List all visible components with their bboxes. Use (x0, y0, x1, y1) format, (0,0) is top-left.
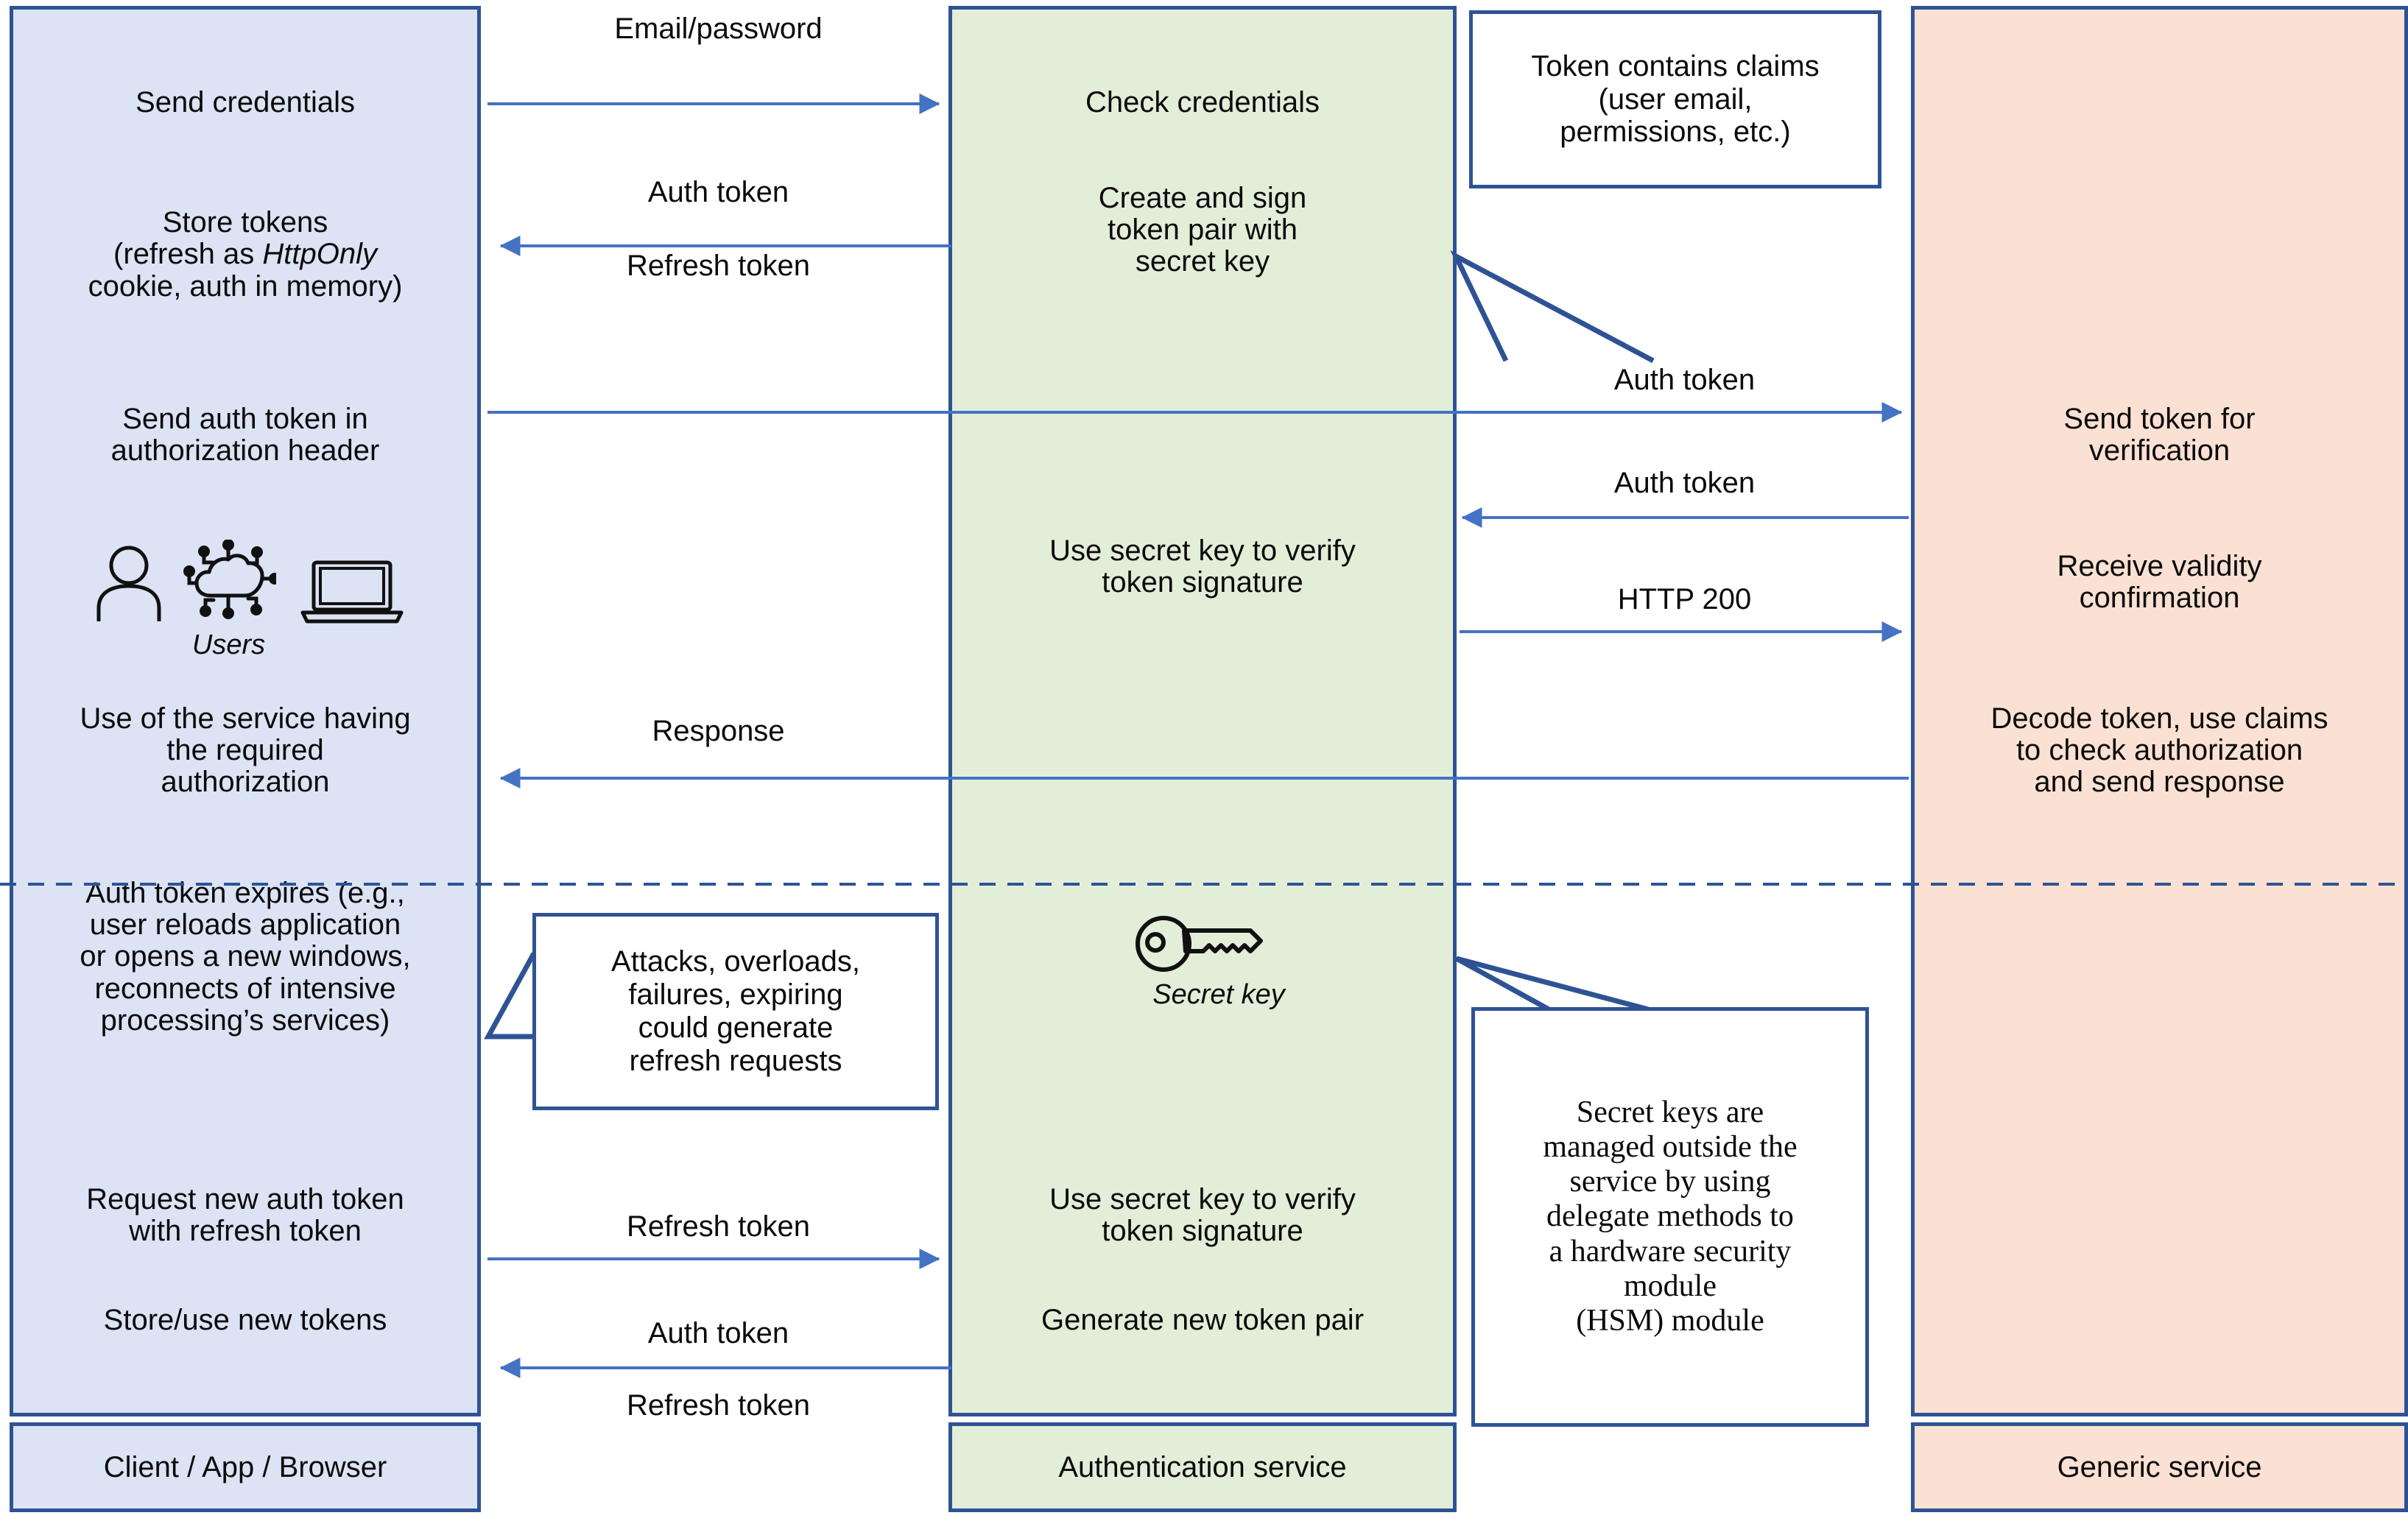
step-verify-token-signature-1: Use secret key to verify token signature (1049, 534, 1356, 599)
label-msg-refresh-token-3: Refresh token (626, 1389, 811, 1422)
caption-secret-key: Secret key (1152, 979, 1285, 1010)
label-msg-email-password: Email/password (614, 13, 823, 45)
step-verify-token-signature-2: Use secret key to verify token signature (1049, 1183, 1356, 1248)
step-store-tokens: Store tokens (refresh as HttpOnly cookie… (17, 175, 473, 303)
step-receive-validity-confirmation: Receive validity confirmation (2057, 550, 2262, 615)
callout-tail-attacks (484, 952, 537, 1040)
laptop-icon (300, 560, 404, 624)
callout-token-claims: Token contains claims (user email, permi… (1469, 10, 1881, 188)
step-check-credentials: Check credentials (1085, 86, 1320, 119)
step-generate-new-token-pair: Generate new token pair (1041, 1304, 1365, 1336)
label-msg-response: Response (652, 715, 785, 747)
lane-label-auth: Authentication service (948, 1422, 1457, 1512)
label-msg-refresh-token-2: Refresh token (626, 1210, 811, 1243)
key-icon (1136, 916, 1263, 972)
callout-hsm: Secret keys are managed outside the serv… (1471, 1007, 1869, 1427)
lane-generic-body (1911, 6, 2408, 1416)
label-msg-refresh-token-1: Refresh token (626, 250, 811, 282)
step-send-credentials: Send credentials (135, 86, 355, 119)
cloud-network-icon (183, 540, 276, 619)
lane-label-client: Client / App / Browser (10, 1422, 481, 1512)
label-msg-auth-token-2: Auth token (1613, 364, 1756, 396)
lane-label-auth-text: Authentication service (1058, 1450, 1347, 1483)
lane-label-client-text: Client / App / Browser (103, 1450, 387, 1483)
lane-auth-body (948, 6, 1457, 1416)
label-msg-auth-token-4: Auth token (647, 1317, 789, 1349)
step-store-use-new-tokens: Store/use new tokens (103, 1304, 387, 1336)
caption-users: Users (191, 629, 266, 660)
lane-client-body (10, 6, 481, 1416)
step-use-of-service: Use of the service having the required a… (80, 702, 411, 799)
label-msg-http-200: HTTP 200 (1617, 583, 1752, 615)
callout-tail-token-claims (1450, 250, 1655, 364)
step-create-sign-token-pair: Create and sign token pair with secret k… (1098, 182, 1307, 278)
label-msg-auth-token-1: Auth token (647, 176, 789, 208)
callout-tail-hsm (1455, 956, 1652, 1013)
person-icon (96, 546, 161, 621)
step-store-tokens-l1: Store tokens (refresh as HttpOnly cookie… (88, 206, 403, 303)
step-request-new-auth-token: Request new auth token with refresh toke… (86, 1183, 404, 1248)
step-send-auth-token-header: Send auth token in authorization header (110, 403, 380, 467)
step-send-token-for-verification: Send token for verification (2063, 403, 2256, 467)
label-msg-auth-token-3: Auth token (1613, 467, 1756, 499)
step-auth-token-expires: Auth token expires (e.g., user reloads a… (80, 877, 411, 1037)
lane-label-generic-text: Generic service (2057, 1450, 2262, 1483)
step-decode-token: Decode token, use claims to check author… (1990, 702, 2328, 799)
callout-attacks: Attacks, overloads, failures, expiring c… (532, 913, 939, 1110)
lane-label-generic: Generic service (1911, 1422, 2408, 1512)
